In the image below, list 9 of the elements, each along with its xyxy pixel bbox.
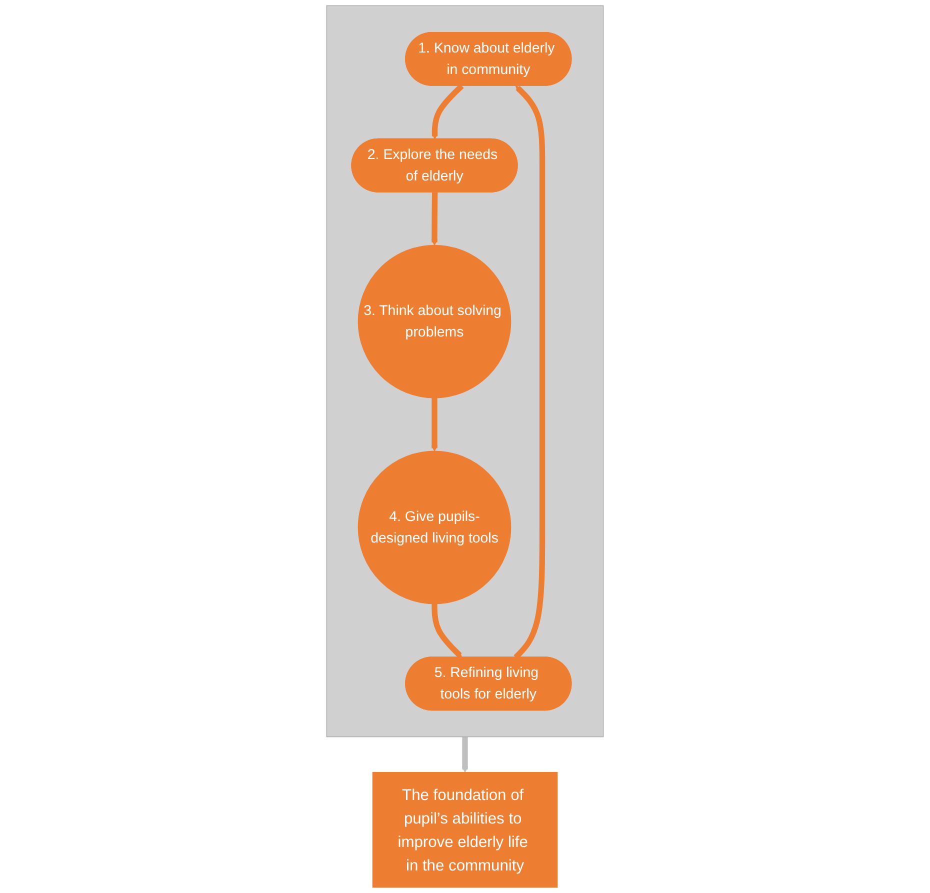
- node-circle: 3. Think about solving problems: [358, 244, 512, 398]
- arrow: [431, 192, 438, 246]
- node-circle: 4. Give pupils-designed living tools: [358, 450, 512, 604]
- arrow: [432, 84, 464, 140]
- node-box: The foundation of pupil’s abilities to improve elderly life in the community: [372, 772, 558, 888]
- arrow: [431, 398, 438, 452]
- arrow: [432, 604, 462, 658]
- arrow: [462, 736, 468, 773]
- cluster: [326, 5, 604, 738]
